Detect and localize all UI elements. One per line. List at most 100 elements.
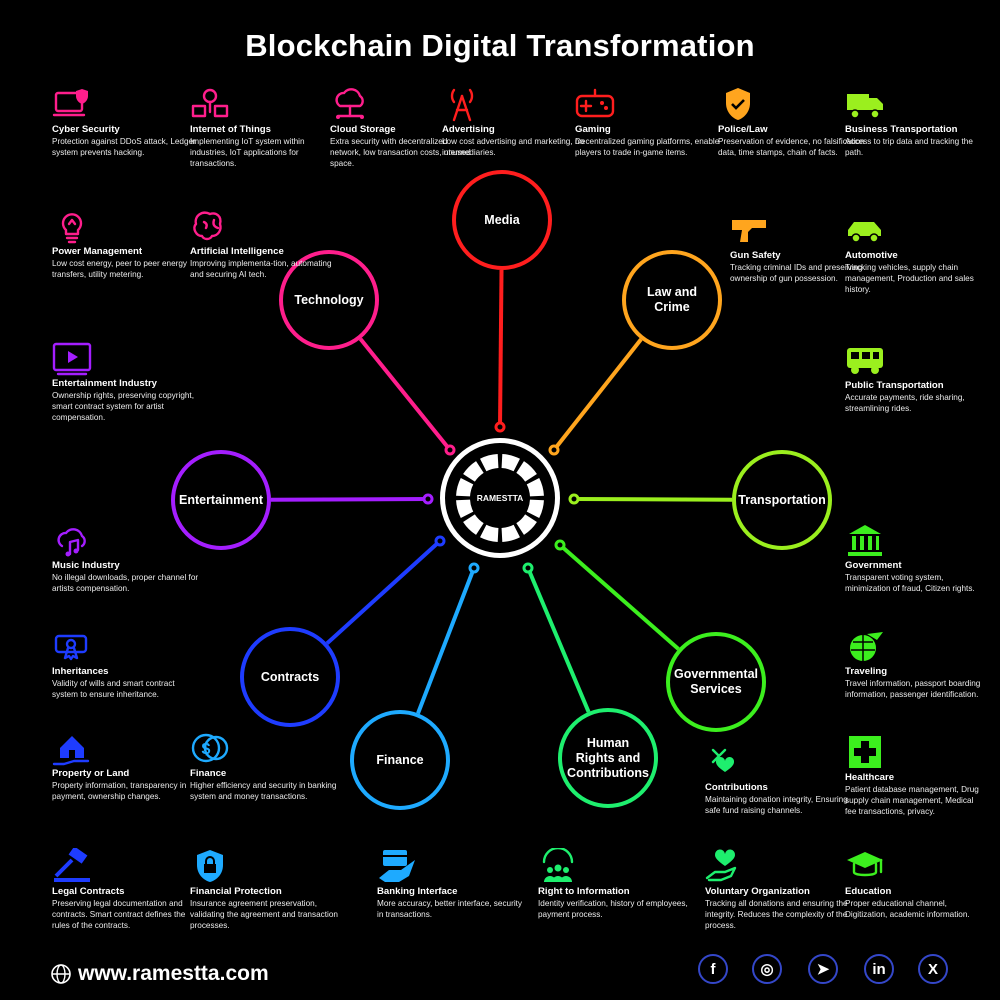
feature-title: Gun Safety: [730, 250, 781, 261]
coins-icon: $: [191, 733, 229, 763]
hub-label: Media: [484, 212, 520, 227]
hub-contracts: Contracts: [240, 627, 340, 727]
feature-description: Accurate payments, ride sharing, streaml…: [845, 393, 965, 413]
feature-description: Validity of wills and smart contract sys…: [52, 679, 175, 699]
x-icon[interactable]: X: [918, 954, 948, 984]
feature-description: More accuracy, better interface, securit…: [377, 899, 523, 919]
instagram-icon[interactable]: ◎: [752, 954, 782, 984]
feature-description: Tracking all donations and ensuring the …: [705, 899, 848, 930]
car-icon: [848, 222, 881, 243]
feature-title: Power Management: [52, 246, 143, 257]
hub-label: Contracts: [260, 669, 320, 684]
telegram-icon[interactable]: ➤: [808, 954, 838, 984]
feature-description: Tracking criminal IDs and preserving own…: [730, 263, 863, 283]
connector-dot-finance: [468, 562, 480, 574]
feature-description: Higher efficiency and security in bankin…: [190, 781, 337, 801]
connector-dot-gov: [554, 539, 566, 551]
connector-contracts: [325, 539, 442, 645]
feature-description: Preservation of evidence, no falsificati…: [718, 137, 865, 157]
feature-title: Healthcare: [845, 772, 895, 783]
video-player-icon: [52, 342, 92, 376]
feature-title: Police/Law: [718, 124, 768, 135]
feature-description: Low cost energy, peer to peer energy tra…: [52, 259, 188, 279]
bus-icon: [847, 348, 883, 374]
feature-title: Right to Information: [538, 886, 630, 897]
logo-text: RAMESTTA: [477, 493, 524, 503]
linkedin-icon[interactable]: in: [864, 954, 894, 984]
feature-title: Voluntary Organization: [705, 886, 810, 897]
hub-technology: Technology: [279, 250, 379, 350]
feature-title: Legal Contracts: [52, 886, 125, 897]
connector-law: [552, 338, 643, 452]
feature-title: Cloud Storage: [330, 124, 396, 135]
card-hand-icon: [379, 850, 415, 882]
connector-media: [498, 269, 504, 428]
feature-description: Travel information, passport boarding in…: [845, 679, 981, 699]
feature-title: Artificial Intelligence: [190, 246, 284, 257]
feature-description: Identity verification, history of employ…: [538, 899, 688, 919]
connector-dot-human: [522, 562, 534, 574]
hub-human: Human Rights and Contributions: [558, 708, 658, 808]
brain-icon: [193, 211, 222, 241]
gavel-icon: [54, 848, 90, 882]
lightbulb-icon: [61, 213, 83, 244]
feature-description: Implementing IoT system within industrie…: [190, 137, 305, 168]
lock-shield-icon: [197, 850, 223, 882]
feature-description: Tracking vehicles, supply chain manageme…: [845, 263, 974, 294]
hub-label: Transportation: [738, 492, 826, 507]
connector-technology: [358, 337, 452, 452]
shield-laptop-icon: [52, 89, 88, 117]
feature-description: Maintaining donation integrity, Ensuring…: [705, 795, 848, 815]
feature-description: Property information, transparency in pa…: [52, 781, 187, 801]
facebook-icon[interactable]: f: [698, 954, 728, 984]
feature-title: Cyber Security: [52, 124, 120, 135]
music-cloud-icon: [57, 528, 86, 557]
connector-dot-technology: [444, 444, 456, 456]
government-building-icon: [848, 525, 882, 556]
connector-dot-contracts: [434, 535, 446, 547]
hub-label: Human Rights and Contributions: [567, 735, 649, 780]
hub-finance: Finance: [350, 710, 450, 810]
connector-entertainment: [270, 497, 429, 502]
diploma-icon: [54, 634, 88, 661]
feature-description: Low cost advertising and marketing, no i…: [442, 137, 584, 157]
connector-dot-entertainment: [422, 493, 434, 505]
connector-dot-transportation: [568, 493, 580, 505]
feature-title: Financial Protection: [190, 886, 282, 897]
ramestta-logo: RAMESTTA: [440, 438, 560, 558]
hub-transportation: Transportation: [732, 450, 832, 550]
feature-title: Banking Interface: [377, 886, 458, 897]
feature-title: Public Transportation: [845, 380, 944, 391]
feature-description: Decentralized gaming platforms, enable p…: [575, 137, 720, 157]
website-link[interactable]: www.ramestta.com: [78, 962, 269, 985]
cloud-network-icon: [335, 88, 364, 119]
connector-transportation: [573, 497, 733, 502]
page-title: Blockchain Digital Transformation: [245, 28, 755, 63]
feature-description: Transparent voting system, minimization …: [845, 573, 975, 593]
hub-label: Finance: [376, 752, 424, 767]
globe-icon: [51, 964, 71, 984]
feature-description: Preserving legal documentation and contr…: [52, 899, 186, 930]
svg-text:$: $: [202, 741, 211, 758]
medical-cross-icon: [849, 736, 881, 768]
hub-law: Law and Crime: [622, 250, 722, 350]
feature-title: Inheritances: [52, 666, 109, 677]
feature-description: Protection against DDoS attack, Ledger s…: [52, 137, 196, 157]
